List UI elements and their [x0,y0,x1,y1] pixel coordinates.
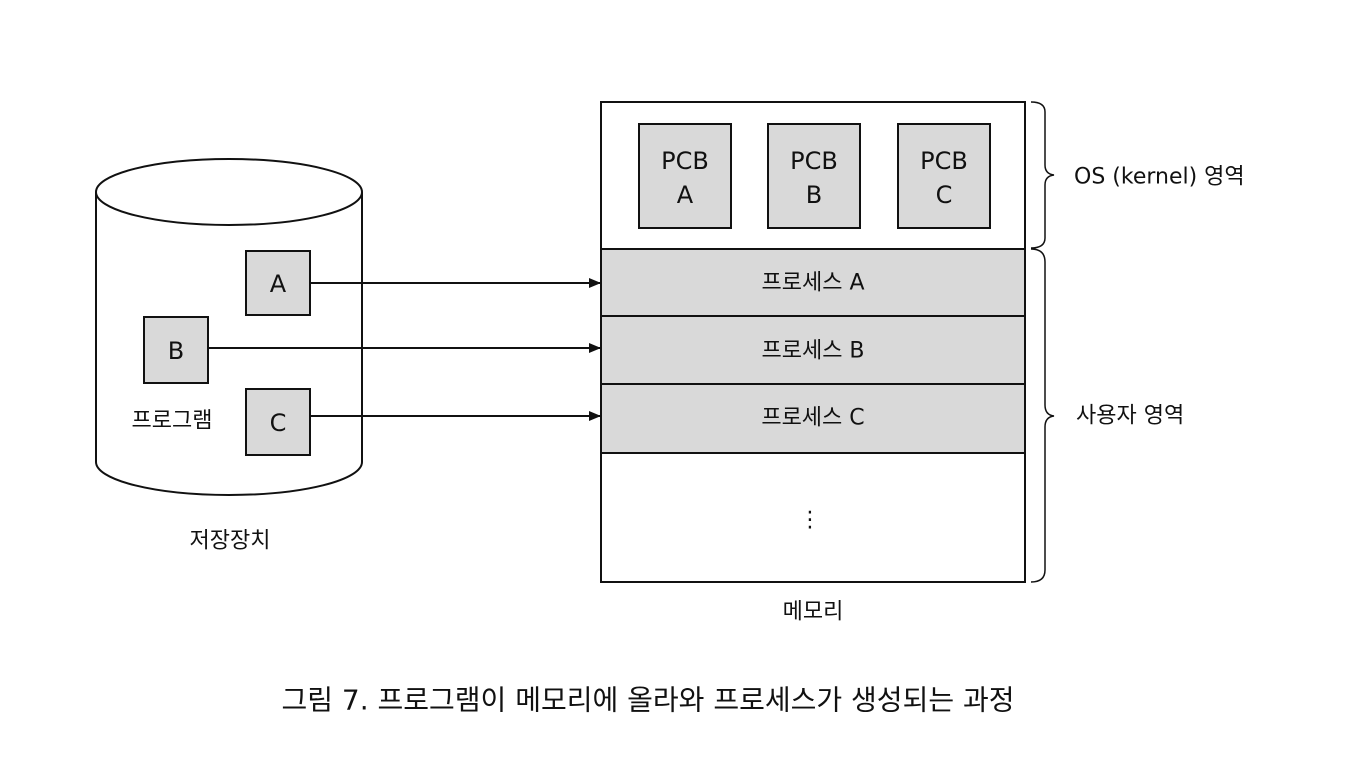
pcb-c-line1: PCB [920,147,968,175]
program-box-a-label: A [270,270,287,298]
pcb-box-b: PCB B [767,123,861,229]
process-row-b: 프로세스 B [600,315,1026,385]
pcb-b-line1: PCB [790,147,838,175]
memory-block: PCB A PCB B PCB C 프로세스 A 프로세스 B 프로세스 C ⋮ [600,101,1026,583]
cylinder-top [95,158,363,226]
pcb-a-line2: A [677,181,694,209]
process-b-label: 프로세스 B [761,339,864,364]
pcb-c-line2: C [936,181,953,209]
os-region-brace [1030,101,1055,249]
process-c-label: 프로세스 C [761,406,864,431]
program-box-b-label: B [168,337,184,365]
pcb-b-line2: B [806,181,822,209]
program-box-c: C [245,388,311,456]
user-region-label: 사용자 영역 [1076,404,1184,429]
program-box-a: A [245,250,311,316]
program-box-c-label: C [270,409,287,437]
os-region-label: OS (kernel) 영역 [1074,165,1245,190]
pcb-box-c: PCB C [897,123,991,229]
pcb-a-line1: PCB [661,147,709,175]
process-row-a: 프로세스 A [600,248,1026,317]
user-region-brace [1030,248,1055,583]
storage-cylinder [95,158,363,496]
process-row-c: 프로세스 C [600,383,1026,454]
program-label: 프로그램 [132,409,213,434]
process-a-label: 프로세스 A [761,271,864,296]
program-box-b: B [143,316,209,384]
storage-label: 저장장치 [190,529,271,554]
pcb-box-a: PCB A [638,123,732,229]
memory-ellipsis: ⋮ [799,508,821,533]
memory-label: 메모리 [783,600,844,625]
cylinder-body [95,192,363,496]
figure-caption: 그림 7. 프로그램이 메모리에 올라와 프로세스가 생성되는 과정 [281,684,1014,717]
